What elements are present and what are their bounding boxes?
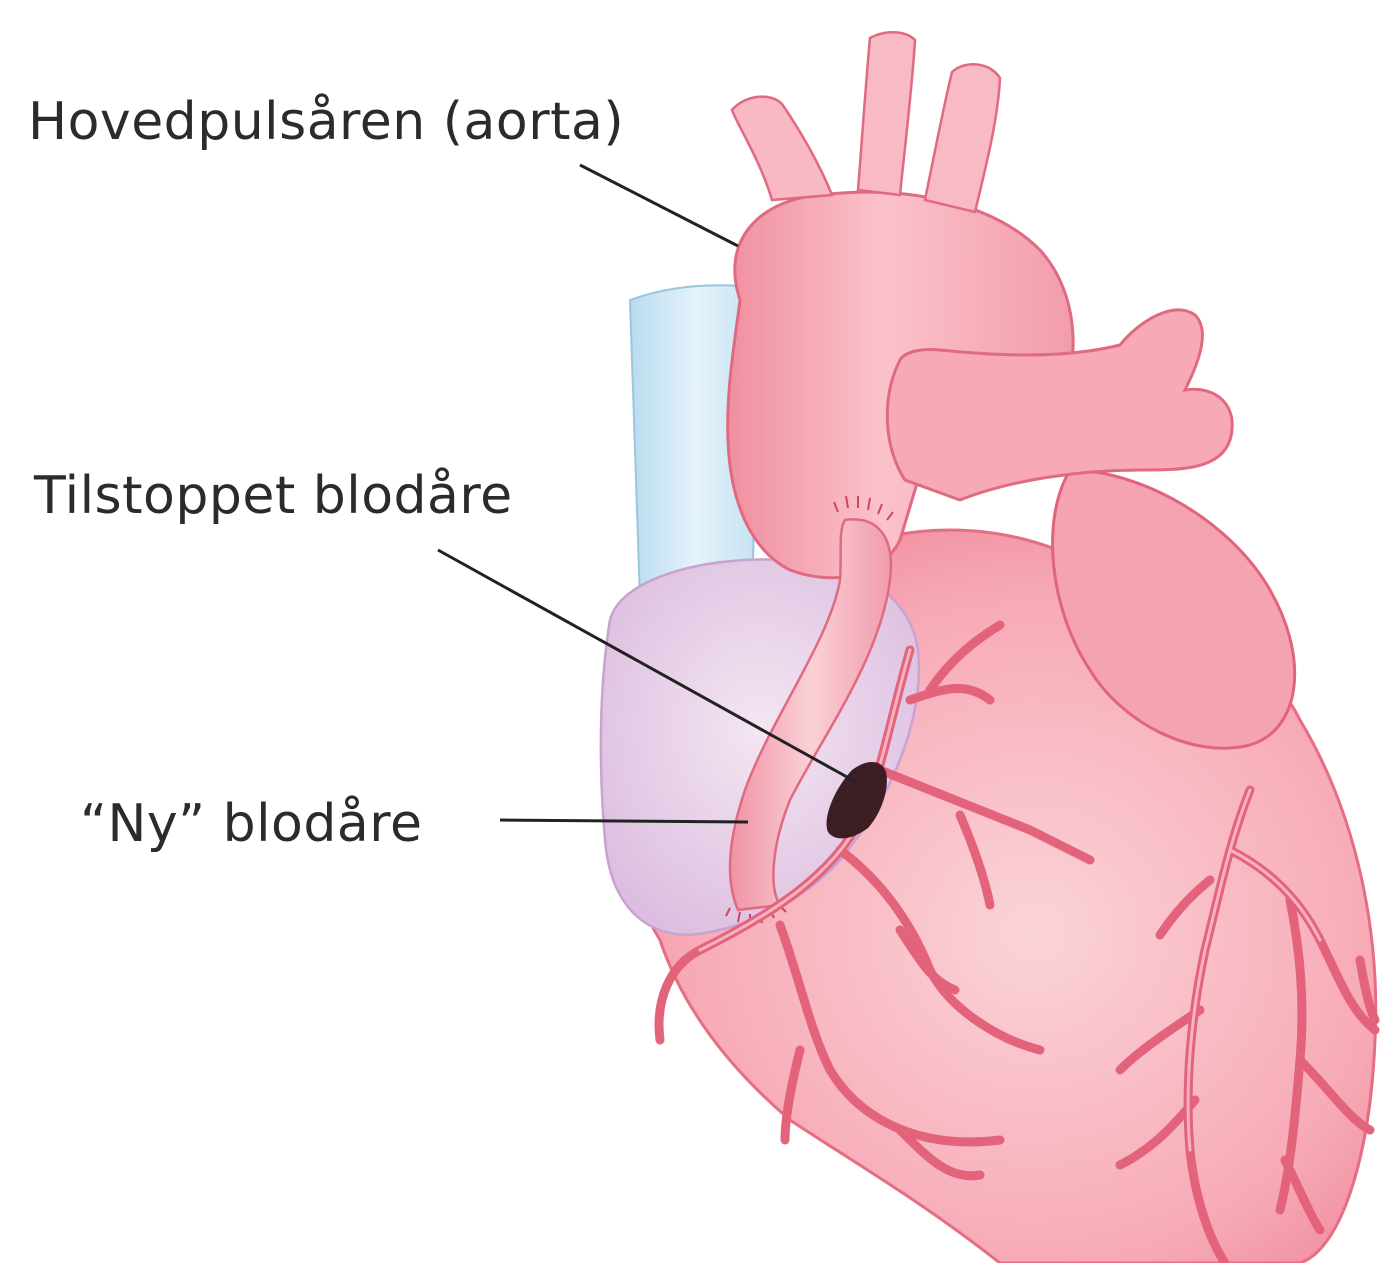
aorta-branch-middle bbox=[858, 32, 915, 195]
aorta-branch-right bbox=[925, 64, 1000, 212]
aorta-label: Hovedpulsåren (aorta) bbox=[28, 96, 624, 148]
aorta-branch-left bbox=[732, 97, 832, 200]
leader-line-aorta bbox=[580, 165, 738, 246]
blocked-vessel-label: Tilstoppet blodåre bbox=[34, 470, 513, 522]
leader-line-new bbox=[500, 820, 748, 822]
new-vessel-label: “Ny” blodåre bbox=[80, 798, 422, 850]
